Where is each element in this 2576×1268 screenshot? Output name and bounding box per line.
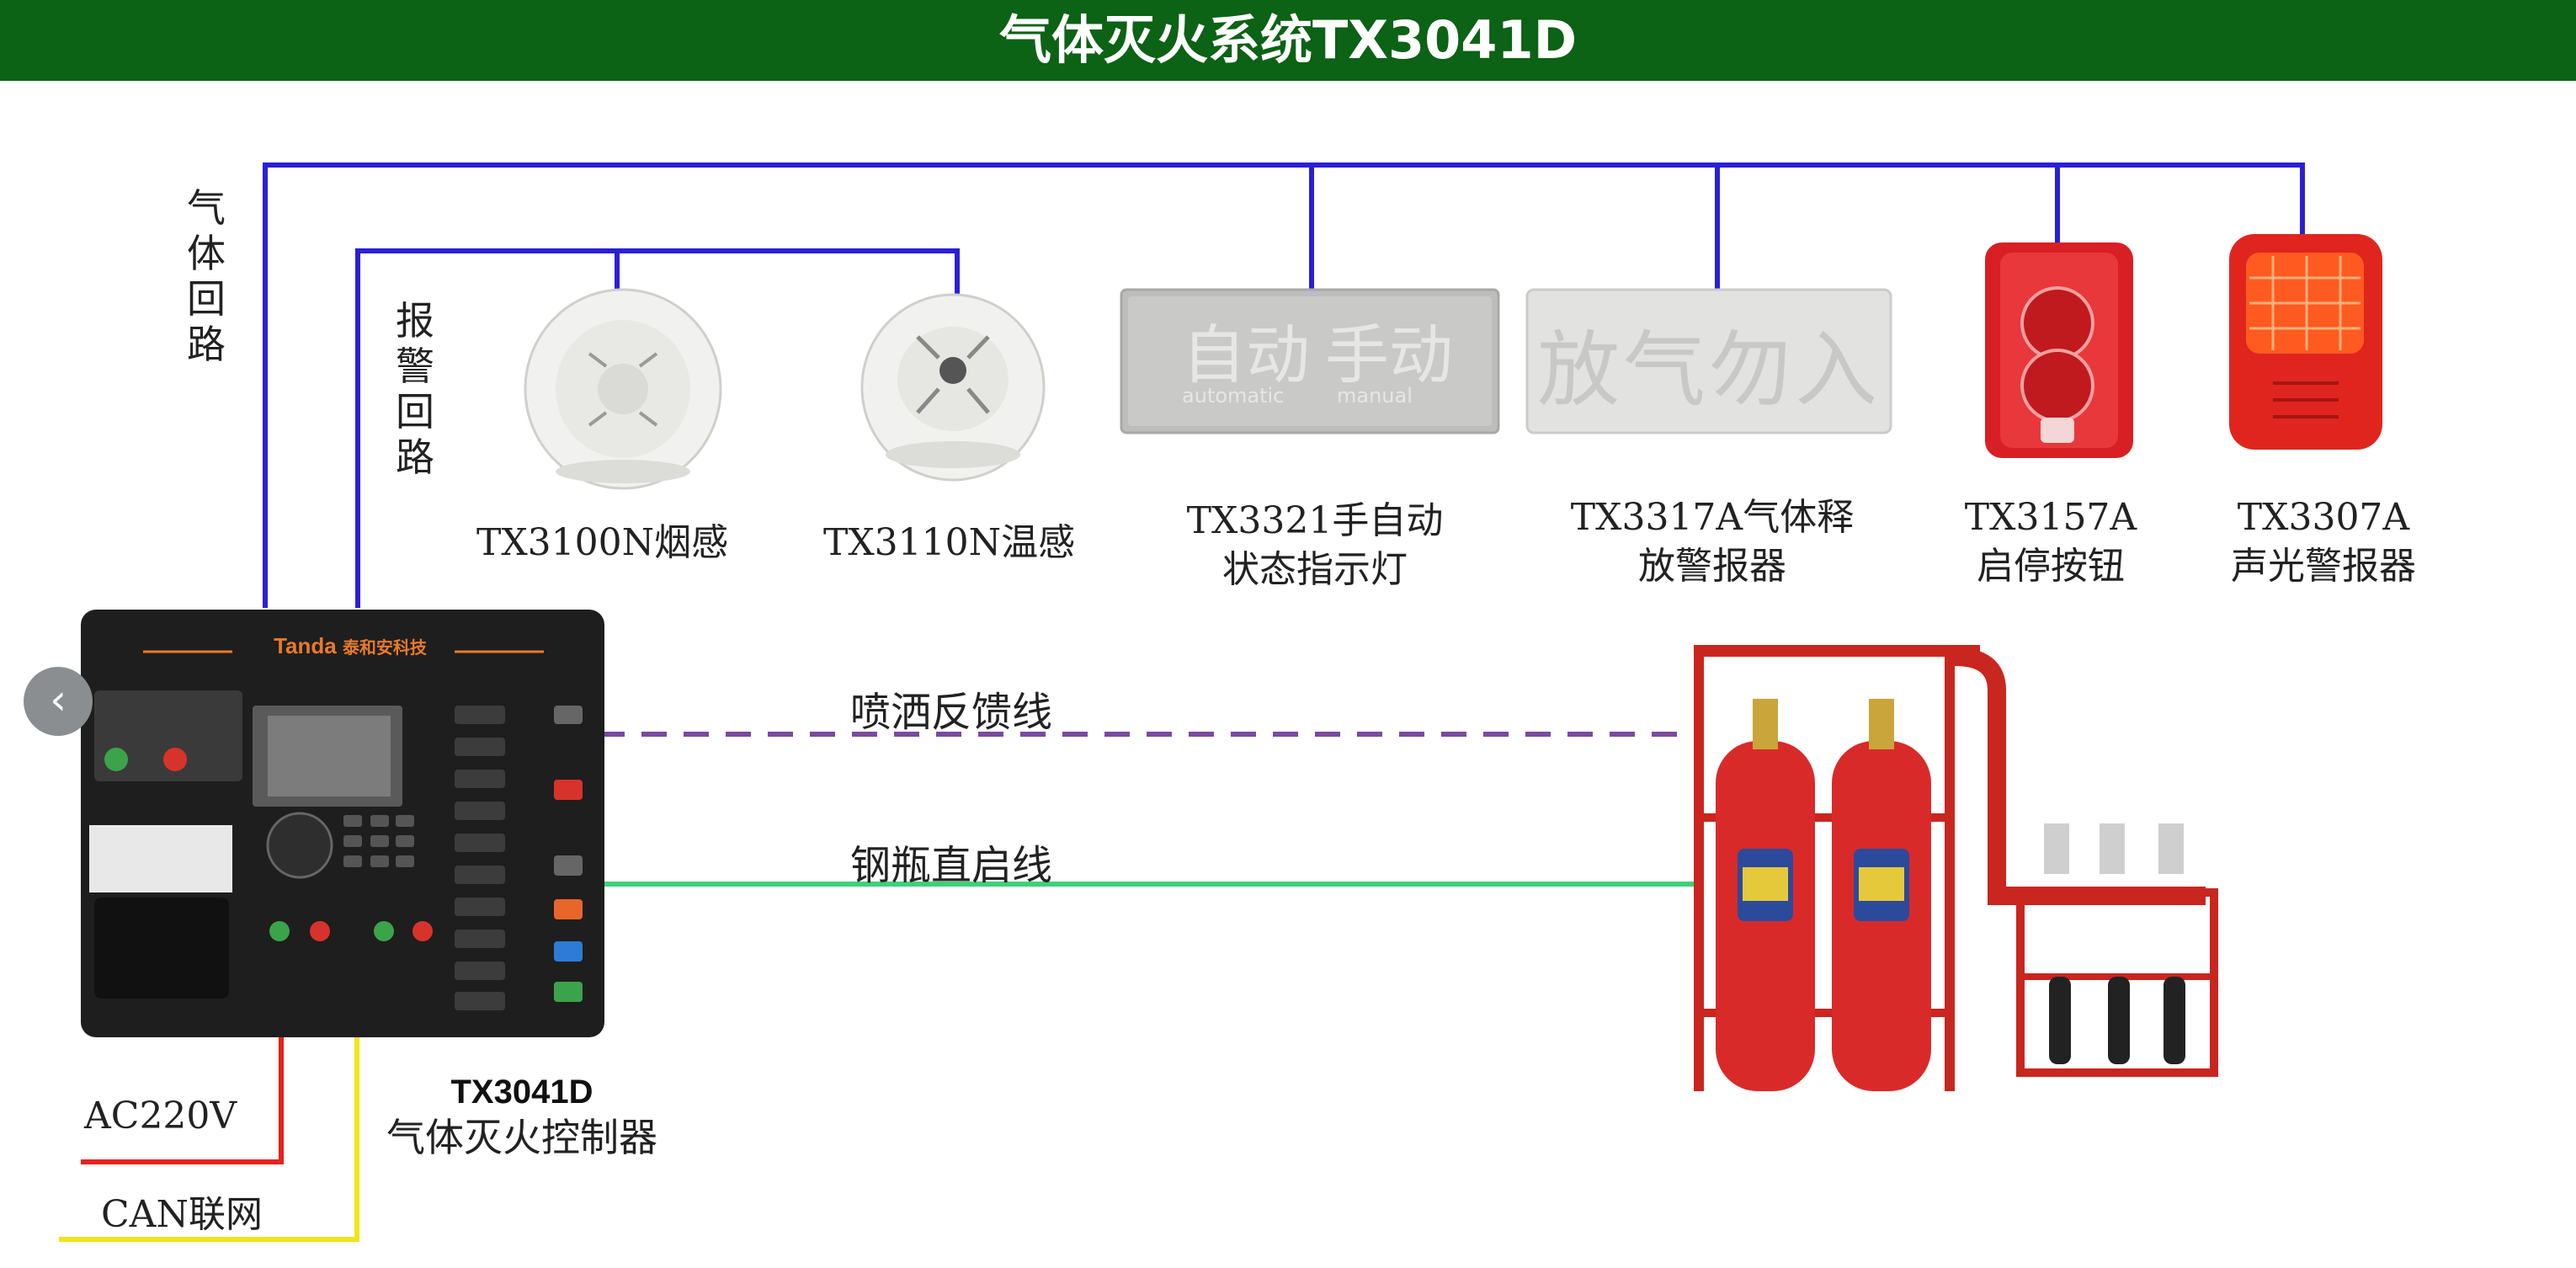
device-desc-audible-visual-alarm: 声光警报器 [2231, 545, 2416, 588]
auto-manual-indicator-image [1120, 288, 1500, 434]
alarm-loop-label: 报警回路 [396, 298, 434, 480]
heat-detector-image [860, 293, 1046, 482]
ac-power-label: AC220V [84, 1095, 237, 1137]
no-entry-sign-text: 放气勿入 [1536, 322, 1881, 418]
indicator-auto-en-text: automatic [1182, 384, 1285, 408]
can-network-wire [59, 1037, 359, 1242]
controller-brand-name: Tanda [274, 633, 337, 658]
device-model-audible-visual-alarm: TX3307A [2237, 496, 2410, 539]
indicator-manual-text: 手动 [1325, 317, 1453, 392]
can-network-label: CAN联网 [101, 1193, 263, 1236]
spray-feedback-label: 喷洒反馈线 [850, 689, 1053, 736]
device-label-start-stop-button: TX3157A 启停按钮 [1950, 493, 2152, 591]
ac-power-wire [81, 1037, 284, 1164]
controller-model: TX3041D [450, 1074, 593, 1111]
device-label-heat-detector: TX3110N温感 [823, 521, 1076, 564]
gas-loop-wire [263, 162, 2305, 608]
controller-name: 气体灭火控制器 [386, 1115, 657, 1160]
gas-loop-label: 气体回路 [187, 185, 226, 367]
smoke-detector-image [524, 288, 722, 490]
device-label-audible-visual-alarm: TX3307A 声光警报器 [2197, 493, 2450, 591]
controller-brand: Tanda 泰和安科技 [249, 633, 451, 659]
device-model-start-stop-button: TX3157A [1964, 496, 2137, 539]
carousel-prev-button[interactable]: ‹ [24, 667, 93, 736]
device-desc-start-stop-button: 启停按钮 [1977, 545, 2125, 588]
device-desc-gas-release-alarm: 放警报器 [1638, 545, 1786, 588]
device-desc-indicator: 状态指示灯 [1222, 548, 1408, 591]
controller-caption: TX3041D 气体灭火控制器 [354, 1071, 690, 1162]
no-entry-sign-image [1525, 288, 1892, 434]
indicator-manual-en-text: manual [1337, 384, 1413, 408]
chevron-left-icon: ‹ [50, 675, 67, 724]
start-stop-button-image [1985, 242, 2133, 458]
cylinder-start-label: 钢瓶直启线 [850, 842, 1053, 889]
controller-unit-image [81, 610, 604, 1037]
device-model-indicator: TX3321手自动 [1186, 499, 1444, 542]
device-model-gas-release-alarm: TX3317A气体释 [1570, 496, 1855, 539]
header-bar: 气体灭火系统TX3041D [0, 0, 2576, 81]
audible-visual-alarm-image [2229, 234, 2382, 450]
device-label-smoke-detector: TX3100N烟感 [476, 521, 729, 564]
page-title: 气体灭火系统TX3041D [998, 9, 1578, 71]
device-label-gas-release-alarm: TX3317A气体释 放警报器 [1561, 493, 1864, 591]
device-label-indicator: TX3321手自动 状态指示灯 [1172, 497, 1458, 594]
gas-cylinder-bank-image [1694, 645, 2218, 1091]
indicator-auto-text: 自动 [1182, 317, 1310, 392]
controller-brand-cn: 泰和安科技 [342, 639, 427, 658]
